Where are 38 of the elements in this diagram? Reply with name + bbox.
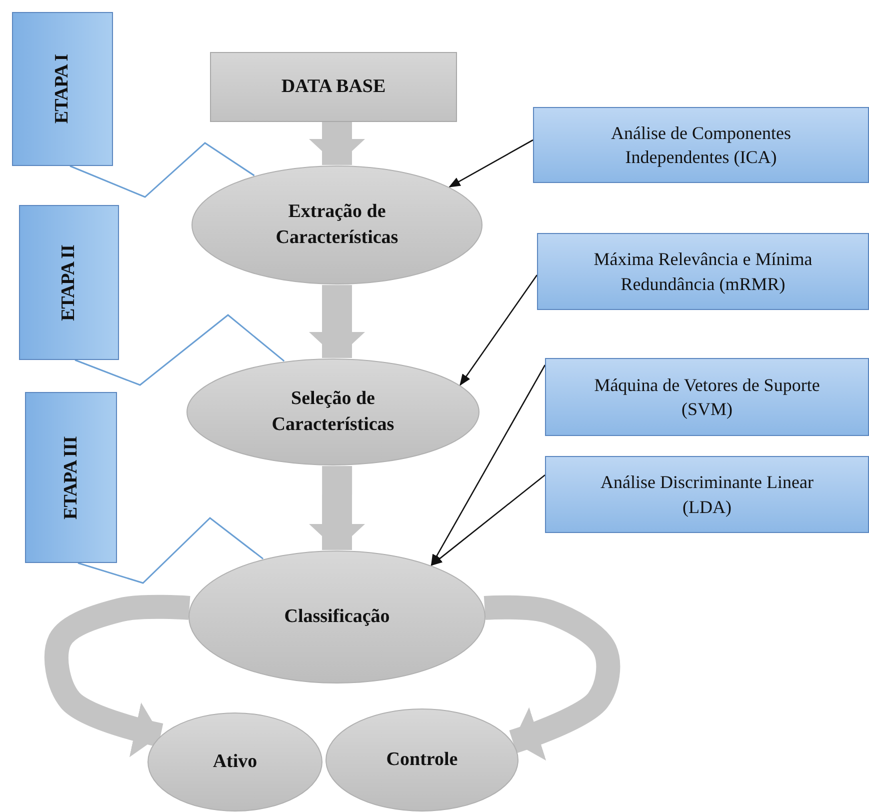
process-ellipse bbox=[191, 165, 483, 285]
connector-line bbox=[70, 142, 255, 198]
node-label: Análise Discriminante Linear (LDA) bbox=[600, 471, 814, 519]
arrow bbox=[460, 274, 538, 386]
node-label: ETAPA I bbox=[52, 54, 74, 124]
node-label: Seleção de Características bbox=[270, 387, 396, 437]
arrow bbox=[430, 364, 546, 566]
method-box bbox=[545, 358, 869, 436]
process-ellipse bbox=[147, 712, 323, 812]
block-arrow bbox=[309, 466, 366, 550]
process-ellipse bbox=[188, 550, 486, 684]
node-label: Análise de Componentes Independentes (ICA) bbox=[610, 122, 792, 169]
block-arrow bbox=[309, 122, 365, 165]
node-label: ETAPA III bbox=[60, 436, 82, 519]
node-label: Classificação bbox=[284, 605, 390, 630]
node-label: Máxima Relevância e Mínima Redundância (mRMR) bbox=[592, 248, 814, 296]
block-arrow bbox=[309, 285, 365, 358]
stage-box bbox=[12, 12, 113, 166]
node-label: ETAPA II bbox=[58, 244, 80, 321]
method-box bbox=[537, 233, 869, 310]
block-arrow bbox=[484, 595, 620, 760]
stage-box bbox=[19, 205, 119, 360]
arrow bbox=[448, 139, 534, 188]
node-label: Extração de Características bbox=[274, 200, 400, 250]
method-box bbox=[533, 107, 869, 183]
connector-line bbox=[74, 314, 285, 386]
stage-box bbox=[25, 392, 117, 563]
node-label: Controle bbox=[386, 748, 458, 772]
node-label: DATA BASE bbox=[281, 75, 386, 100]
block-arrow bbox=[44, 594, 190, 758]
process-box bbox=[210, 52, 457, 122]
arrow bbox=[430, 474, 546, 566]
connector-line bbox=[78, 517, 264, 584]
process-ellipse bbox=[186, 358, 480, 466]
node-label: Máquina de Vetores de Suporte (SVM) bbox=[593, 374, 821, 421]
node-label: Ativo bbox=[212, 750, 258, 774]
method-box bbox=[545, 456, 869, 533]
process-ellipse bbox=[325, 708, 519, 812]
